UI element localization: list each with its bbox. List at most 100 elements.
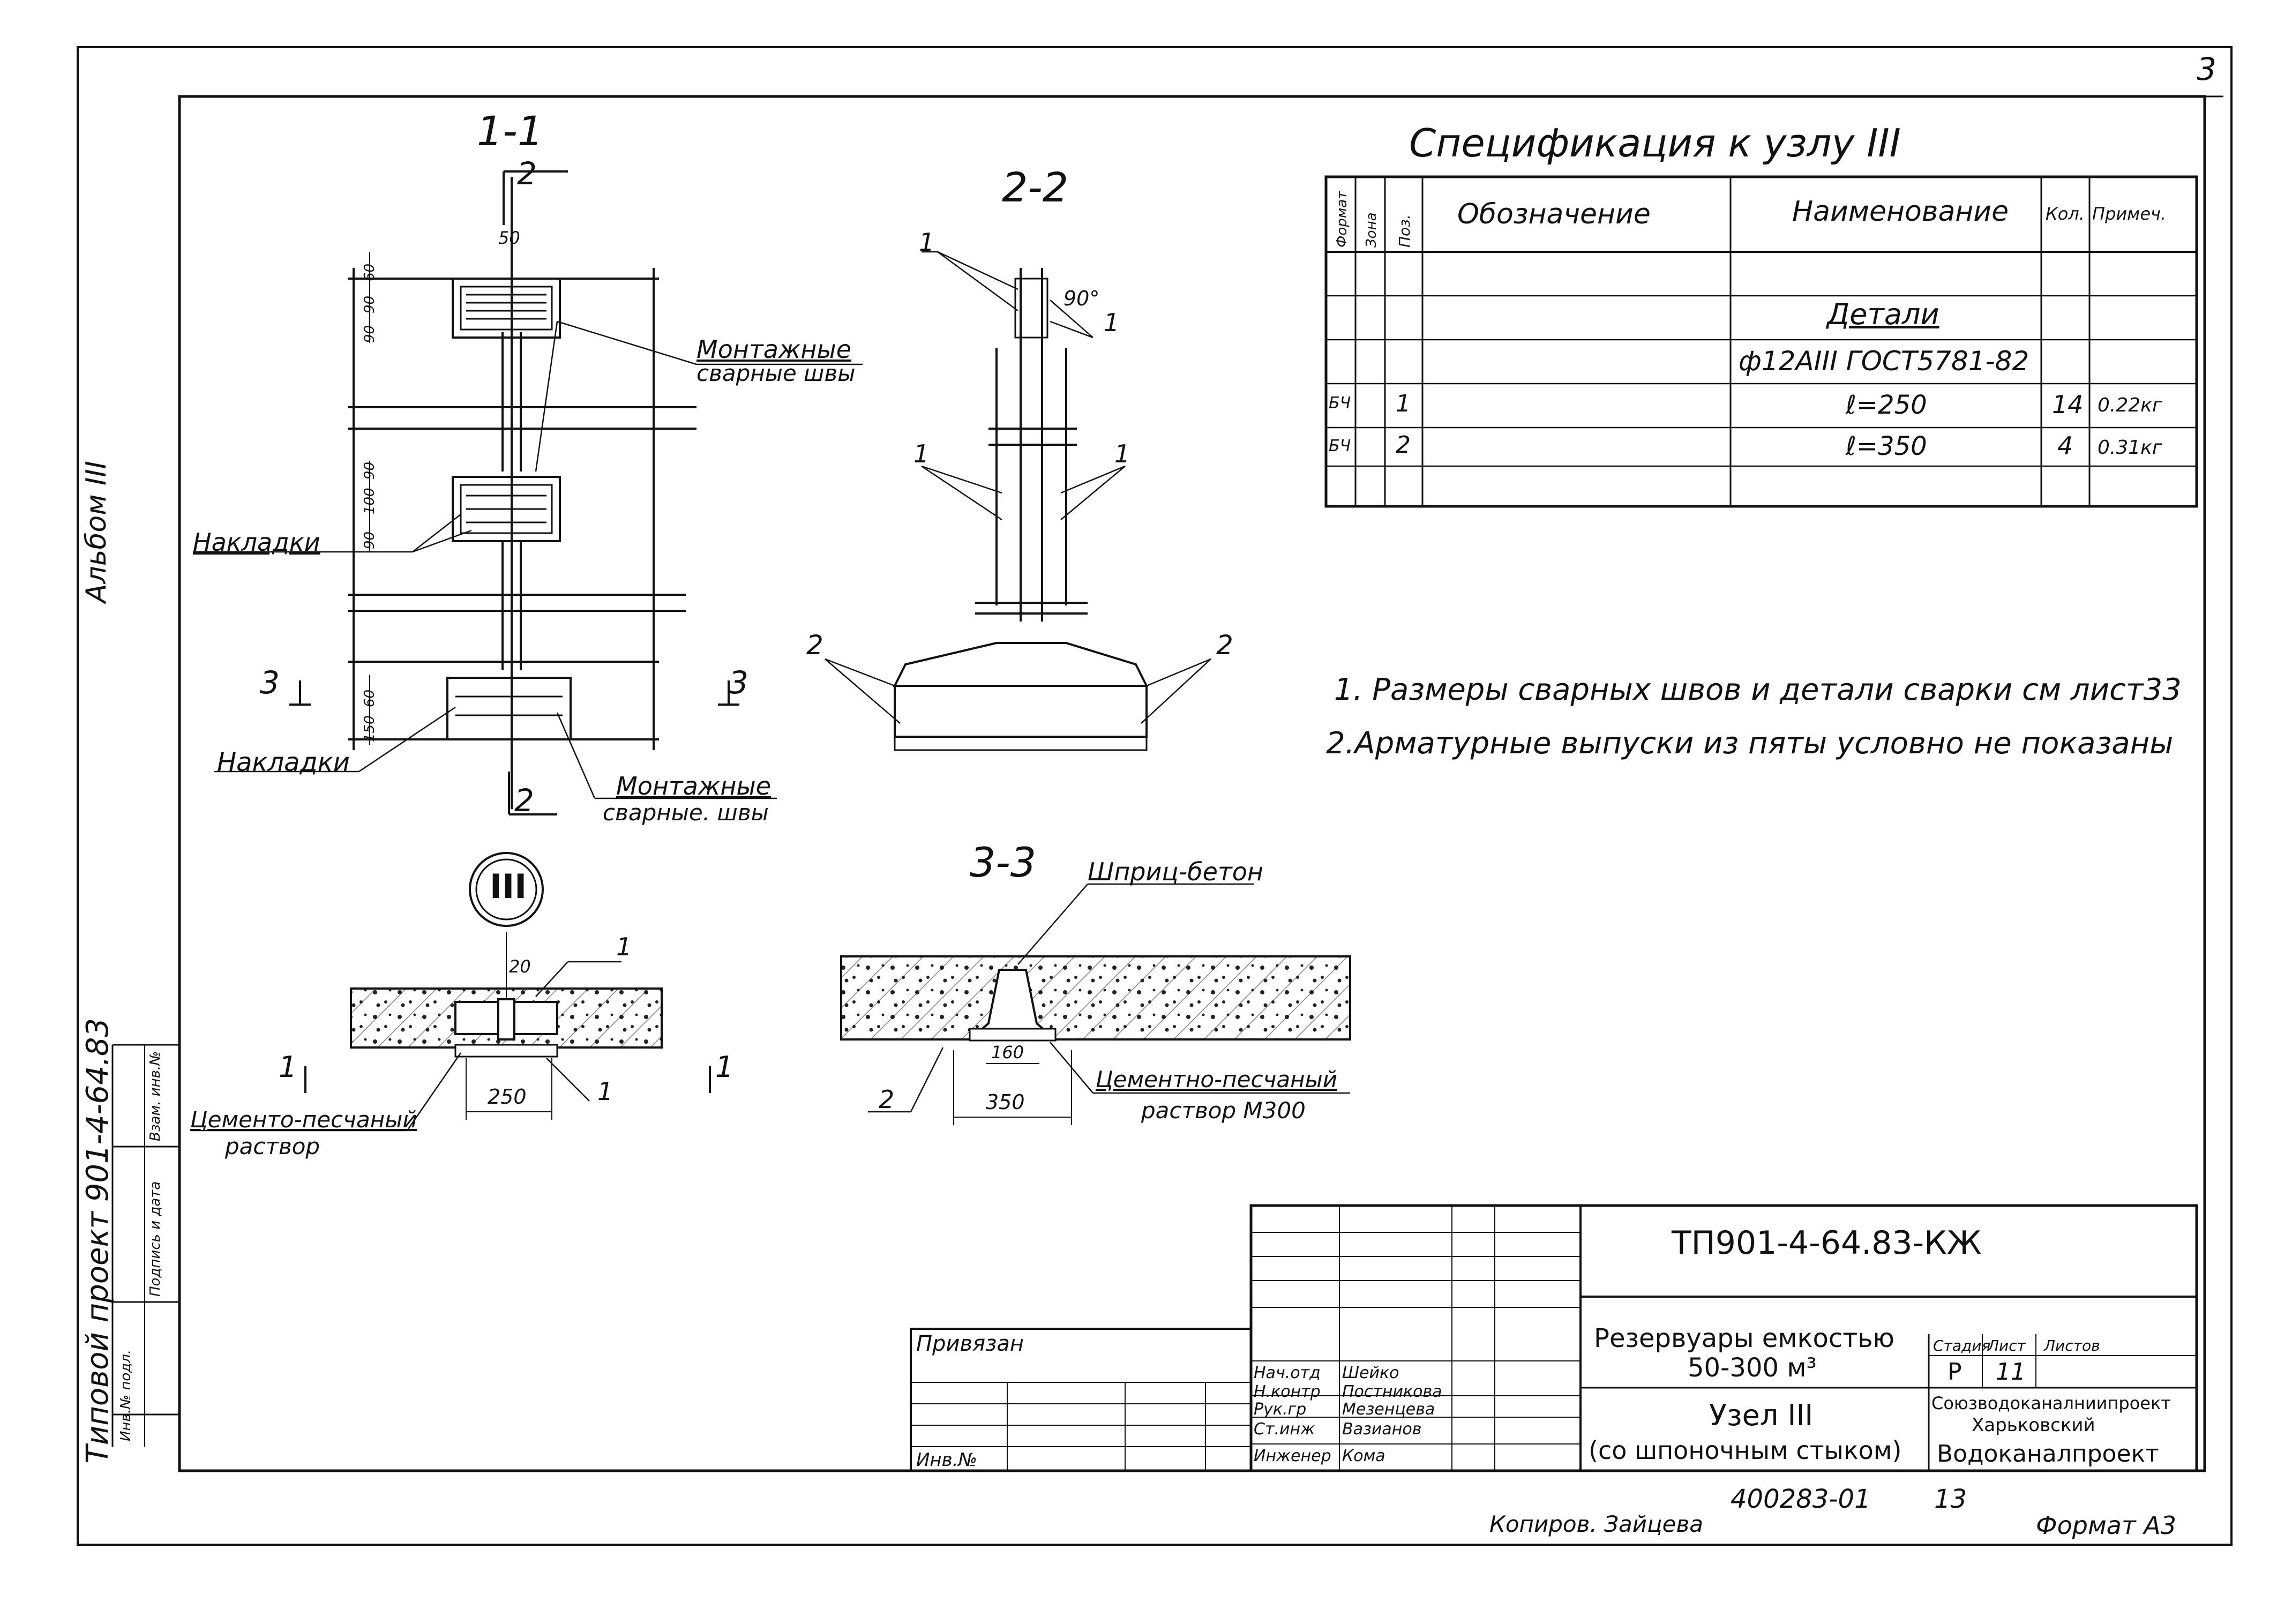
- dim-mid-0: 90: [362, 531, 378, 549]
- tb-name-2: Мезенцева: [1342, 1400, 1435, 1419]
- spec-header-qty: Кол.: [2046, 204, 2085, 224]
- spec-header-format: Формат: [1334, 191, 1350, 248]
- tb-stage: Р: [1948, 1358, 1962, 1386]
- tb-role-1: Н.контр: [1254, 1382, 1321, 1401]
- spec-row-1-note: 0.22кг: [2098, 394, 2162, 416]
- dim-160: 160: [991, 1042, 1024, 1062]
- stamp-col-3-wrap: Взам. инв.№: [147, 1051, 169, 1163]
- node-III-symbol: III: [490, 867, 527, 906]
- tb-object-2: 50-300 м³: [1688, 1353, 1817, 1383]
- cut-mark-3-left: 3: [260, 664, 280, 701]
- tb-sheet-no: 11: [1996, 1358, 2026, 1386]
- section-1-1-title: 1-1: [477, 107, 544, 155]
- order-sheet: 13: [1934, 1484, 1967, 1514]
- pos-2-a: 2: [806, 630, 823, 661]
- spec-title: Спецификация к узлу III: [1409, 121, 1901, 166]
- dims-11-top-wrap: 90: [362, 325, 378, 348]
- tb-role-2: Рук.гр: [1254, 1400, 1307, 1419]
- label-overlay-2: Накладки: [217, 747, 350, 777]
- section-3-3-title: 3-3: [970, 839, 1037, 886]
- tb-org-1: Союзводоканалниипроект: [1931, 1393, 2171, 1413]
- tb-object-1: Резервуары емкостью: [1594, 1323, 1894, 1353]
- tb-org-2: Харьковский: [1972, 1415, 2095, 1436]
- tb-sheet-title-1: Узел III: [1709, 1398, 1814, 1432]
- tb-sheet-title-2: (со шпоночным стыком): [1589, 1436, 1902, 1465]
- tb-role-4: Инженер: [1254, 1447, 1331, 1465]
- tb-code: ТП901-4-64.83-КЖ: [1672, 1224, 1982, 1262]
- cut-mark-3-right: 3: [729, 664, 748, 701]
- cut-mark-1-left: 1: [279, 1050, 297, 1084]
- format-label: Формат А3: [2036, 1511, 2176, 1540]
- cut-mark-1-right: 1: [715, 1050, 734, 1084]
- dim-mid-2-wrap: 90: [362, 462, 378, 485]
- spec-row-group-details: Детали: [1827, 297, 1939, 331]
- tb-role-3: Ст.инж: [1254, 1420, 1315, 1439]
- dim-250: 250: [488, 1085, 527, 1109]
- spec-header-zone: Зона: [1364, 212, 1380, 248]
- tb-name-3: Вазианов: [1342, 1420, 1422, 1439]
- tb-name-4: Кома: [1342, 1447, 1385, 1465]
- node-pos-1-bottom: 1: [597, 1077, 613, 1106]
- spec-row-1-qty: 14: [2052, 390, 2084, 419]
- album-label: Альбом III: [80, 461, 113, 603]
- project-label-wrap: Типовой проект 901-4-64.83: [80, 1018, 188, 1463]
- dim-20: 20: [509, 956, 531, 977]
- stamp-col-sign: Подпись и дата: [147, 1181, 163, 1297]
- dim-bot-0: 150: [362, 715, 378, 742]
- dim-mid-1: 100: [362, 488, 378, 514]
- dim-top-0: 90: [362, 325, 378, 343]
- dim-top-2: 60: [362, 263, 378, 281]
- section-3-3-lines: [840, 883, 1351, 1125]
- album-label-wrap: Альбом III: [80, 461, 188, 603]
- label-mortar-a-1: Цементо-песчаный: [190, 1106, 417, 1133]
- section-2-2-lines: [825, 251, 1211, 751]
- spec-h-zone-wrap: Зона: [1364, 212, 1380, 253]
- node-pos-1-top: 1: [616, 932, 632, 961]
- tb-linked: Привязан: [916, 1331, 1024, 1356]
- stamp-col-2-wrap: Подпись и дата: [147, 1181, 169, 1318]
- tb-role-0: Нач.отд: [1254, 1364, 1321, 1382]
- cut-mark-2-top: 2: [517, 155, 537, 192]
- cut-mark-2-bottom: 2: [514, 782, 534, 819]
- tb-name-1: Постникова: [1342, 1382, 1442, 1401]
- spec-row-1-name: ℓ=250: [1846, 390, 1927, 420]
- stamp-col-replace: Взам. инв.№: [147, 1051, 163, 1141]
- label-weld-top-1: Монтажные: [696, 335, 852, 364]
- pos-1-a: 1: [919, 228, 935, 257]
- node-III-lines: [193, 852, 711, 1132]
- label-overlay-1: Накладки: [193, 528, 320, 557]
- copied-by: Копиров. Зайцева: [1489, 1511, 1703, 1537]
- spec-row-2-format: БЧ: [1329, 437, 1351, 455]
- angle-90: 90°: [1063, 287, 1100, 310]
- dim-top-1: 90: [362, 295, 378, 313]
- note-2: 2.Арматурные выпуски из пяты условно не …: [1326, 726, 2174, 761]
- label-weld-top-2: сварные швы: [696, 360, 856, 386]
- pos-2-c: 2: [879, 1085, 895, 1114]
- label-weld-bottom-1: Монтажные: [616, 772, 772, 800]
- dim-350: 350: [986, 1090, 1025, 1114]
- title-block-grid: [910, 1204, 2198, 1472]
- tb-stage-header: Стадия: [1933, 1337, 1991, 1354]
- pos-1-c: 1: [913, 439, 930, 468]
- stamp-col-1-wrap: Инв.№ подл.: [118, 1350, 139, 1463]
- tb-sheets-header: Листов: [2044, 1337, 2100, 1354]
- dim-top-2-wrap: 60: [362, 264, 378, 287]
- tb-org-3: Водоканалпроект: [1937, 1440, 2159, 1468]
- note-1: 1. Размеры сварных швов и детали сварки …: [1334, 672, 2182, 707]
- tb-sheet-header: Лист: [1988, 1337, 2026, 1354]
- spec-h-pos-wrap: Поз.: [1396, 214, 1413, 253]
- tb-name-0: Шейко: [1342, 1364, 1399, 1382]
- spec-row-2-pos: 2: [1396, 431, 1411, 459]
- spec-h-fmt-wrap: Формат: [1334, 191, 1350, 253]
- dim-mid-1-wrap: 100: [362, 488, 378, 520]
- label-mortar-b-1: Цементно-песчаный: [1096, 1066, 1338, 1092]
- dim-mid-0-wrap: 90: [362, 532, 378, 555]
- label-mortar-a-2: раствор: [225, 1133, 320, 1159]
- section-1-1-lines: [193, 170, 863, 815]
- section-2-2-title: 2-2: [1002, 163, 1069, 211]
- dim-top-1-wrap: 90: [362, 296, 378, 319]
- spec-row-2-note: 0.31кг: [2098, 437, 2162, 459]
- spec-row-1-format: БЧ: [1329, 394, 1351, 413]
- sheet-corner-number: 3: [2197, 51, 2216, 87]
